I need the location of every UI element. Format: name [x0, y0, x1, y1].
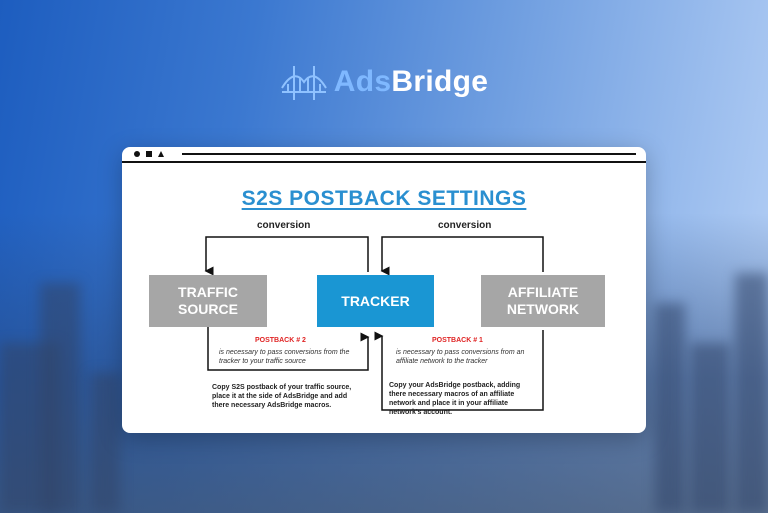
conversion-label-left: conversion	[257, 220, 311, 231]
postback-1-label: POSTBACK # 1	[432, 337, 483, 344]
diagram-title: S2S POSTBACK SETTINGS	[241, 187, 527, 210]
diagram-connectors	[204, 236, 544, 411]
brand-name: AdsBridge	[333, 65, 489, 98]
conversion-label-right: conversion	[438, 220, 492, 231]
postback-2-description: is necessary to pass conversions from th…	[219, 349, 350, 365]
circle-icon	[134, 151, 140, 157]
postback-1-description: is necessary to pass conversions from an…	[396, 349, 525, 365]
triangle-icon	[158, 151, 164, 157]
window-titlebar	[122, 147, 646, 163]
postback-2-note: Copy S2S postback of your traffic source…	[212, 384, 352, 409]
square-icon	[146, 151, 152, 157]
brand-logo: AdsBridge	[0, 60, 768, 104]
address-bar	[182, 153, 636, 155]
browser-window: S2S POSTBACK SETTINGS conversion convers…	[122, 147, 646, 433]
postback-1-note: Copy your AdsBridge postback, adding the…	[389, 382, 521, 416]
node-affiliate-network: AFFILIATE NETWORK	[481, 275, 605, 327]
bridge-icon	[280, 66, 327, 100]
postback-2-label: POSTBACK # 2	[255, 337, 306, 344]
node-traffic-source: TRAFFIC SOURCE	[149, 275, 267, 327]
node-tracker: TRACKER	[317, 275, 434, 327]
